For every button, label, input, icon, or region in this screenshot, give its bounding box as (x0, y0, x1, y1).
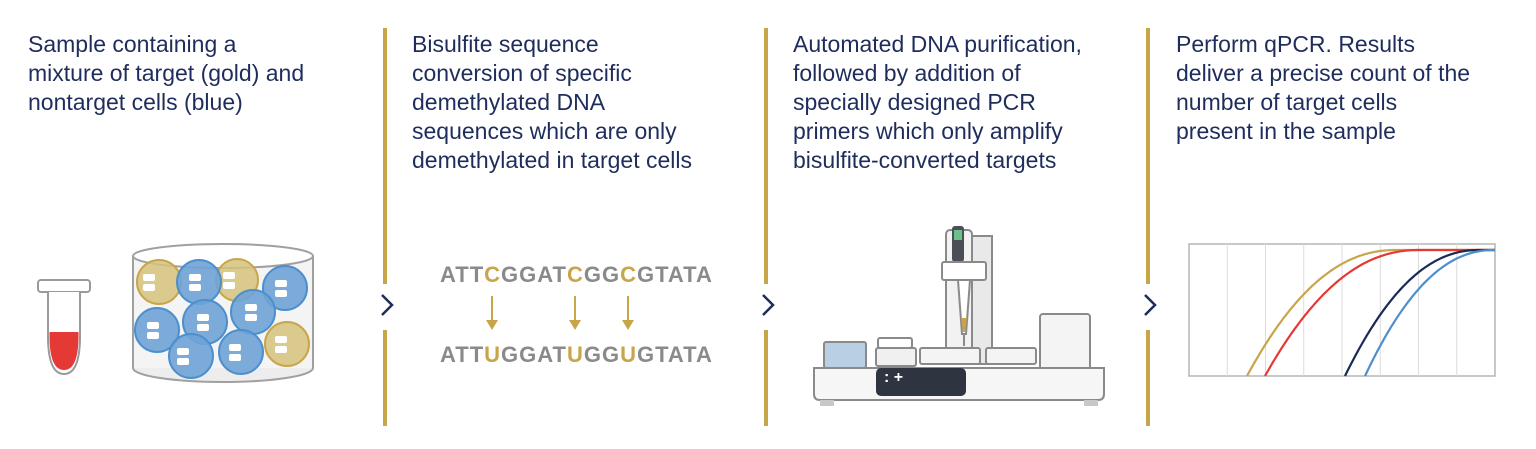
arrow-down-icon (622, 296, 634, 330)
nontarget-cell (230, 289, 276, 335)
chevron-right-icon (381, 294, 394, 316)
chart-series (1246, 248, 1495, 377)
qpcr-amplification-chart (1188, 243, 1496, 377)
chevron-right-icon (762, 294, 775, 316)
arrow-down-icon (486, 296, 498, 330)
instrument-display: : + (884, 369, 904, 386)
target-cell (264, 321, 310, 367)
nontarget-cell (134, 307, 180, 353)
step-4-caption: Perform qPCR. Results deliver a precise … (1176, 31, 1471, 144)
divider-1-top (383, 28, 387, 284)
divider-1-bottom (383, 330, 387, 426)
nontarget-cell (262, 265, 308, 311)
chevron-right-icon (1144, 294, 1157, 316)
step-2-caption: Bisulfite sequence conversion of specifi… (412, 31, 692, 173)
sequence-segment: GGAT (501, 342, 567, 367)
target-cell (136, 259, 182, 305)
sample-tube-icon (37, 279, 91, 376)
cytosine-base: C (566, 262, 584, 287)
qpcr-curve-navy (1344, 248, 1495, 377)
chart-gridlines (1226, 244, 1458, 376)
sequence-segment: GG (583, 342, 621, 367)
sequence-segment: GTATA (636, 342, 713, 367)
nontarget-cell (176, 259, 222, 305)
arrow-down-icon (569, 296, 581, 330)
sequence-segment: ATT (440, 342, 485, 367)
cytosine-base: C (620, 262, 637, 287)
divider-2-top (764, 28, 768, 284)
qpcr-curve-blue (1364, 248, 1495, 377)
purification-instrument-icon (813, 226, 1105, 406)
nontarget-cell (218, 329, 264, 375)
nontarget-cell (168, 333, 214, 379)
cell-mixture-dish-icon (132, 243, 314, 383)
divider-2-bottom (764, 330, 768, 426)
uracil-base: U (566, 342, 584, 367)
original-sequence: ATTCGGATCGGCGTATA (440, 262, 713, 288)
converted-sequence: ATTUGGATUGGUGTATA (440, 342, 713, 368)
sequence-segment: GTATA (636, 262, 713, 287)
uracil-base: U (620, 342, 637, 367)
step-1-caption: Sample containing a mixture of target (g… (28, 31, 305, 115)
sequence-segment: GGAT (501, 262, 567, 287)
divider-3-top (1146, 28, 1150, 284)
divider-3-bottom (1146, 330, 1150, 426)
cytosine-base: C (484, 262, 502, 287)
conversion-arrows (486, 296, 634, 330)
qpcr-curve-red (1264, 248, 1495, 377)
step-3-caption: Automated DNA purification, followed by … (793, 31, 1082, 173)
uracil-base: U (484, 342, 502, 367)
sequence-segment: GG (583, 262, 621, 287)
sequence-segment: ATT (440, 262, 485, 287)
